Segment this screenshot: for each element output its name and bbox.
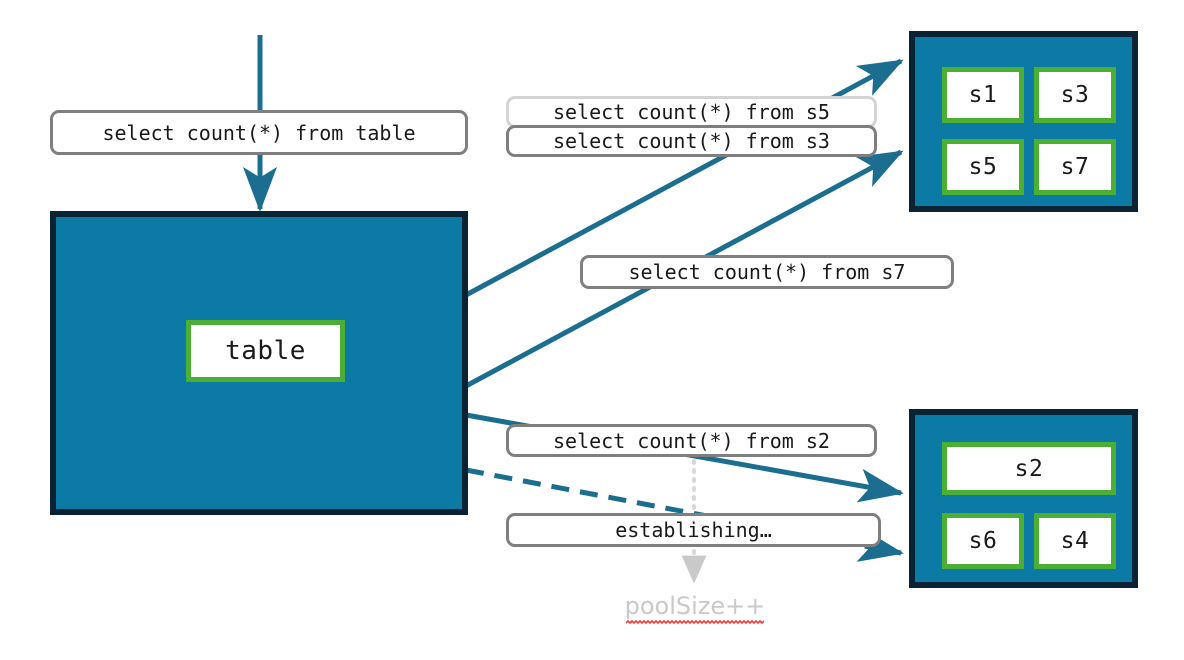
node-s2-label: s2	[1014, 455, 1044, 482]
node-s2[interactable]: s2	[942, 442, 1116, 495]
node-s6-label: s6	[968, 528, 998, 554]
node-s5[interactable]: s5	[942, 139, 1024, 195]
query-label-s3[interactable]: select count(*) from s3	[506, 125, 877, 157]
server-group-bottom[interactable]: s2 s6 s4	[909, 409, 1138, 588]
node-s7-label: s7	[1060, 154, 1090, 180]
query-label-text: establishing…	[615, 518, 772, 542]
query-label-s2[interactable]: select count(*) from s2	[506, 424, 877, 457]
node-table-label: table	[225, 336, 306, 366]
node-s1-label: s1	[968, 82, 998, 108]
query-label-text: select count(*) from s3	[553, 129, 830, 153]
node-s3-label: s3	[1060, 82, 1090, 108]
query-label-text: select count(*) from s7	[628, 260, 906, 284]
node-s7[interactable]: s7	[1034, 139, 1116, 195]
query-label-s5[interactable]: select count(*) from s5	[506, 96, 877, 128]
query-label-text: select count(*) from s2	[553, 428, 830, 453]
node-s5-label: s5	[968, 154, 998, 180]
query-label-establishing[interactable]: establishing…	[506, 513, 881, 547]
poolsize-annotation: poolSize++	[600, 592, 790, 620]
poolsize-annotation-label: poolSize++	[624, 592, 766, 620]
node-s6[interactable]: s6	[942, 513, 1024, 569]
arrow-table-to-bottom-group-dashed	[465, 467, 904, 562]
node-s3[interactable]: s3	[1034, 67, 1116, 123]
node-s4-label: s4	[1060, 528, 1090, 554]
node-s4[interactable]: s4	[1034, 513, 1116, 569]
node-table[interactable]: table	[186, 320, 345, 382]
query-label-from-table[interactable]: select count(*) from table	[50, 110, 468, 155]
query-label-text: select count(*) from table	[102, 120, 416, 145]
server-group-top[interactable]: s1 s3 s5 s7	[909, 31, 1138, 212]
query-label-s7[interactable]: select count(*) from s7	[580, 255, 954, 289]
spellcheck-underline	[626, 620, 764, 624]
query-label-text: select count(*) from s5	[553, 100, 830, 124]
node-s1[interactable]: s1	[942, 67, 1024, 123]
source-table-block[interactable]: table	[50, 211, 468, 515]
